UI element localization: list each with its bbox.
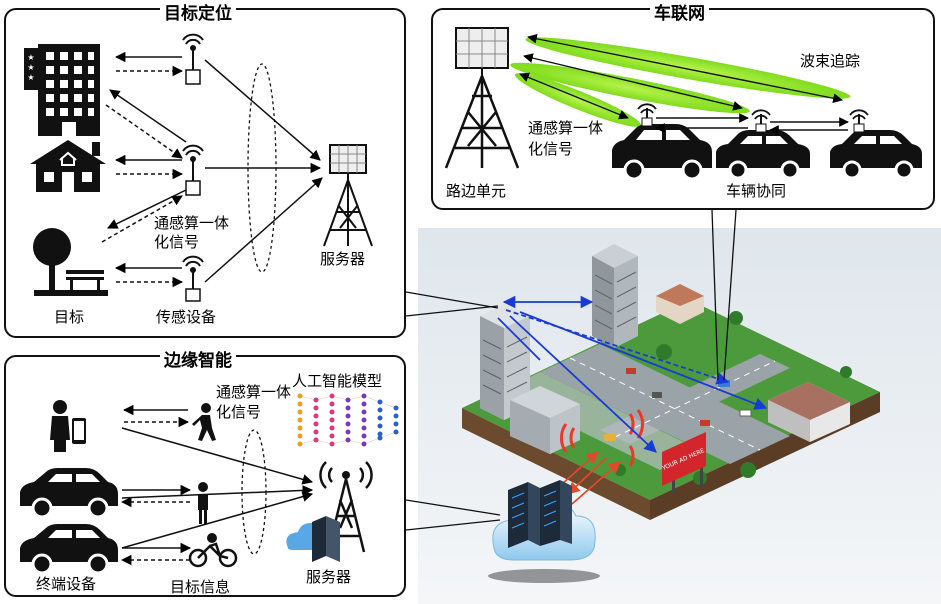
sensor-to-server-arrows bbox=[204, 59, 323, 283]
cloud-server-icon bbox=[488, 480, 600, 583]
city-scene: YOUR AD HERE bbox=[418, 228, 941, 604]
svg-text:★: ★ bbox=[27, 53, 34, 62]
vehicle-coop-arrows bbox=[655, 113, 849, 135]
svg-text:★: ★ bbox=[27, 63, 34, 72]
car-icon bbox=[612, 103, 712, 181]
house-icon bbox=[30, 140, 106, 192]
edge-signal-label: 通感算一体化信号 bbox=[216, 383, 292, 421]
vehicle-network-title: 车联网 bbox=[650, 0, 709, 24]
billboard-icon: YOUR AD HERE bbox=[660, 432, 706, 494]
target-localization-title: 目标定位 bbox=[160, 0, 236, 24]
car-icon bbox=[20, 524, 118, 575]
sensor-device-icon bbox=[182, 33, 204, 85]
rsu-label: 路边单元 bbox=[446, 182, 507, 200]
target-signal-label: 通感算一体化信号 bbox=[154, 214, 230, 251]
edge-intelligence-title: 边缘智能 bbox=[160, 346, 236, 371]
target-server-label: 服务器 bbox=[320, 250, 366, 268]
target-label: 目标 bbox=[54, 308, 85, 326]
vehicle-coop-label: 车辆协同 bbox=[726, 182, 787, 200]
sensor-device-icon bbox=[182, 144, 204, 196]
server-tower-icon bbox=[323, 144, 373, 247]
terminal-device-label: 终端设备 bbox=[36, 575, 97, 593]
sensor-device-label: 传感设备 bbox=[156, 308, 217, 326]
cloud-server-icon bbox=[286, 516, 340, 562]
beam-tracking-arrows bbox=[519, 33, 843, 120]
walking-person-icon bbox=[192, 403, 216, 441]
roadside-unit-icon bbox=[444, 27, 520, 169]
car-icon bbox=[716, 109, 810, 180]
target-info-label: 目标信息 bbox=[170, 578, 231, 596]
standing-person-icon bbox=[198, 482, 208, 524]
neural-network-icon bbox=[297, 393, 399, 447]
antenna-tower-icon bbox=[319, 461, 373, 553]
sensing-arrows bbox=[101, 51, 187, 288]
beam-tracking-label: 波束追踪 bbox=[800, 52, 861, 70]
office-building-icon: ★ ★ ★ bbox=[24, 44, 100, 136]
tree-bench-icon bbox=[33, 228, 108, 296]
cyclist-icon bbox=[188, 533, 238, 568]
edge-arrows bbox=[120, 404, 314, 566]
edge-server-label: 服务器 bbox=[306, 568, 352, 586]
car-icon bbox=[830, 109, 922, 180]
ai-model-label: 人工智能模型 bbox=[292, 372, 383, 390]
panel-connector-lines bbox=[405, 209, 737, 531]
sensor-device-icon bbox=[182, 255, 204, 302]
signal-aggregation-ellipse bbox=[247, 63, 277, 273]
svg-text:★: ★ bbox=[27, 73, 34, 82]
vehicle-signal-label: 通感算一体化信号 bbox=[528, 119, 604, 158]
person-phone-icon bbox=[50, 400, 86, 452]
signal-aggregation-ellipse bbox=[241, 429, 267, 555]
car-icon bbox=[20, 468, 118, 519]
